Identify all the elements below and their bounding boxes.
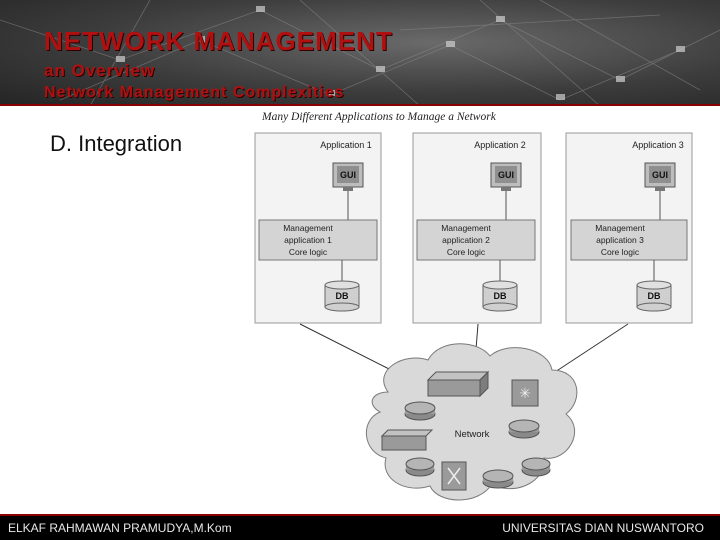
header-banner: NETWORK MANAGEMENT an Overview Network M… (0, 0, 720, 106)
monitor-icon (332, 162, 364, 191)
management-line-2: application 3 (596, 235, 644, 245)
management-line-3: Core logic (289, 247, 328, 257)
management-line-3: Core logic (447, 247, 486, 257)
application-title: Application 2 (474, 140, 526, 150)
voice-router-icon (405, 457, 435, 477)
router-icon (508, 419, 540, 439)
footer-author: ELKAF RAHMAWAN PRAMUDYA,M.Kom (8, 521, 232, 535)
management-line-1: Management (283, 223, 333, 233)
monitor-icon (490, 162, 522, 191)
management-app-box (416, 219, 536, 261)
integration-diagram: Application 1 GUI Management application… (254, 132, 693, 501)
database-icon (482, 280, 518, 312)
network-background-graphic (0, 0, 720, 106)
application-title: Application 3 (632, 140, 684, 150)
management-app-box (570, 219, 688, 261)
db-label: DB (648, 291, 661, 301)
footer-institution: UNIVERSITAS DIAN NUSWANTORO (502, 521, 704, 535)
gui-label: GUI (498, 170, 514, 180)
connector-line (554, 323, 629, 373)
atm-switch-icon: ✳ (511, 379, 539, 407)
db-label: DB (494, 291, 507, 301)
svg-text:✳: ✳ (519, 386, 531, 402)
management-app-box (258, 219, 378, 261)
gui-label: GUI (652, 170, 668, 180)
connector-line (299, 323, 396, 373)
management-line-1: Management (441, 223, 491, 233)
slide-title: NETWORK MANAGEMENT (44, 26, 393, 56)
network-cloud (365, 343, 578, 501)
router-icon (404, 401, 436, 421)
management-line-3: Core logic (601, 247, 640, 257)
application-panel-3: Application 3 GUI Management application… (565, 132, 693, 324)
header-divider (0, 104, 720, 106)
slide-subtitle: an Overview (44, 61, 156, 80)
monitor-icon (644, 162, 676, 191)
voice-router-icon (521, 457, 551, 477)
figure-caption: Many Different Applications to Manage a … (262, 111, 496, 123)
database-icon (636, 280, 672, 312)
multilayer-switch-icon (441, 461, 467, 491)
gui-label: GUI (340, 170, 356, 180)
application-panel-1: Application 1 GUI Management application… (254, 132, 382, 324)
footer-bar: ELKAF RAHMAWAN PRAMUDYA,M.Kom UNIVERSITA… (0, 514, 720, 540)
application-panel-2: Application 2 GUI Management application… (412, 132, 542, 324)
slide-topic: Network Management Complexities (44, 84, 345, 101)
management-line-1: Management (595, 223, 645, 233)
database-icon (324, 280, 360, 312)
section-title: D. Integration (50, 131, 183, 156)
voice-gateway-icon (380, 429, 434, 451)
management-line-2: application 1 (284, 235, 332, 245)
db-label: DB (336, 291, 349, 301)
application-title: Application 1 (320, 140, 372, 150)
network-label: Network (455, 429, 490, 440)
management-line-2: application 2 (442, 235, 490, 245)
router-icon (482, 469, 514, 489)
switch-icon (426, 370, 490, 398)
